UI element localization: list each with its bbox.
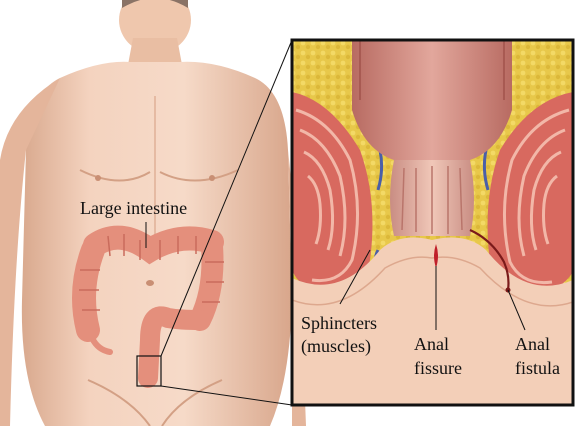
large-intestine-label: Large intestine [80,198,187,219]
fissure-label-line2: fissure [414,358,462,379]
sphincters-label-line2: (muscles) [301,336,371,357]
sphincters-label-line1: Sphincters [301,313,377,334]
fistula-label-line2: fistula [515,358,560,379]
fistula-label-line1: Anal [515,334,550,355]
fissure-label-line1: Anal [414,334,449,355]
